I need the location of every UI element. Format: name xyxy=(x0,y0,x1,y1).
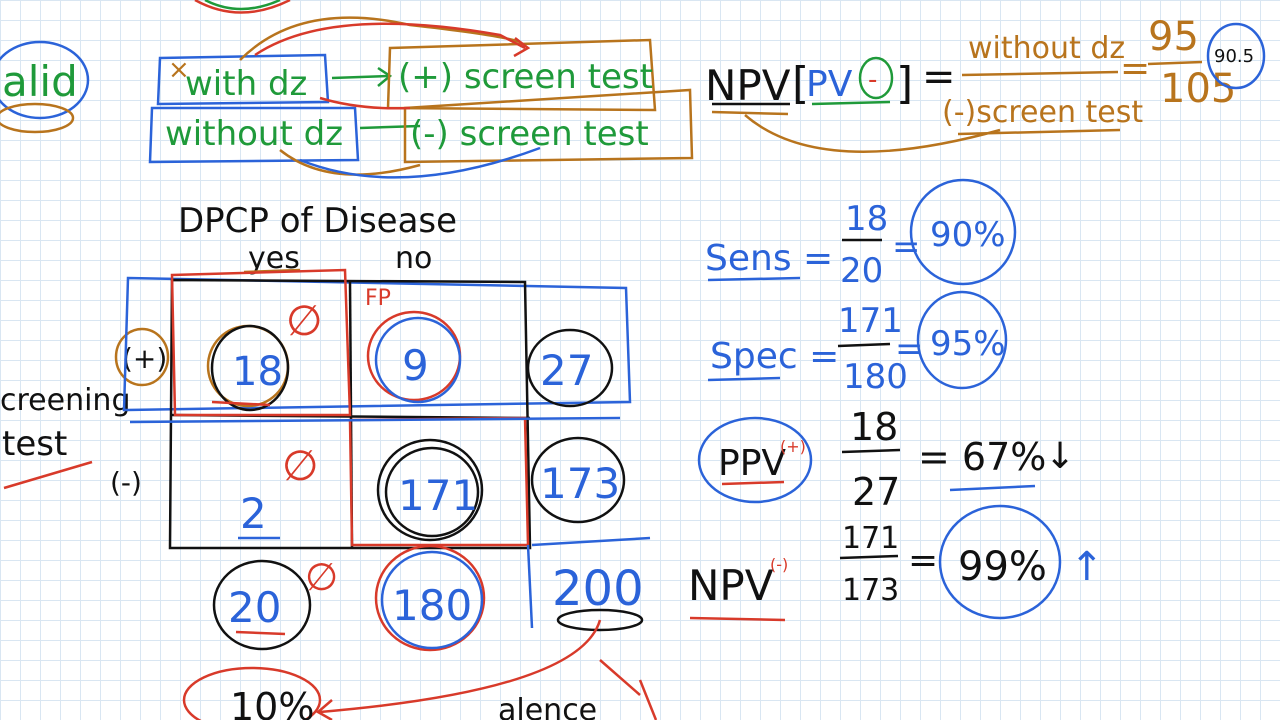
npv-top-bracket: PV xyxy=(806,64,853,105)
npv-top-label: NPV xyxy=(705,61,791,110)
table-header-title: DPCP of Disease xyxy=(178,201,457,241)
row-neg-label: (-) xyxy=(110,466,142,499)
npv-result: 99% xyxy=(958,544,1047,590)
cell-fp-value: 9 xyxy=(402,341,429,390)
row-total-neg-value: 173 xyxy=(540,459,620,508)
svg-text:[: [ xyxy=(792,58,809,109)
cell-tp: 18 ∅ xyxy=(206,296,323,412)
svg-text:×: × xyxy=(168,55,190,85)
sens-formula: Sens = 18 20 = 90% xyxy=(705,178,1017,291)
svg-text:=: = xyxy=(922,54,956,100)
ppv-num: 18 xyxy=(850,405,898,449)
npv-top-num2: 95 xyxy=(1148,14,1199,60)
row-label-line2: test xyxy=(2,424,67,464)
sens-result: 90% xyxy=(930,215,1006,255)
col-total-no: 180 xyxy=(374,544,486,652)
pos-screen-label: (+) screen test xyxy=(398,57,653,97)
npv-sup: (-) xyxy=(770,555,788,574)
bottom-word: alence xyxy=(498,693,597,720)
row-total-pos-value: 27 xyxy=(540,346,593,395)
ppv-sup: (+) xyxy=(780,437,806,456)
spec-den: 180 xyxy=(843,357,908,397)
null-mark-2: ∅ xyxy=(282,441,319,490)
npv-num: 171 xyxy=(842,521,899,556)
without-dz-label: without dz xyxy=(165,114,343,154)
ppv-arrow: ↓ xyxy=(1045,436,1075,477)
cell-tp-value: 18 xyxy=(232,349,283,395)
grand-total: 200 xyxy=(526,536,651,632)
npv-top-circled: 90.5 xyxy=(1214,46,1254,67)
table-header: DPCP of Disease yes no xyxy=(178,201,457,276)
npv-top-denominator: (-)screen test xyxy=(942,95,1143,130)
npv-formula: NPV (-) 171 173 = 99% ↑ xyxy=(688,504,1104,622)
sens-equals: = xyxy=(892,227,921,267)
spec-formula: Spec = 171 180 = 95% xyxy=(707,290,1008,397)
cell-fn-value: 2 xyxy=(240,489,267,538)
npv-top-numerator: without dz xyxy=(968,31,1125,66)
row-pos-label: (+) xyxy=(122,342,167,375)
col-total-no-value: 180 xyxy=(392,581,472,630)
svg-text:]: ] xyxy=(896,58,913,109)
sens-den: 20 xyxy=(840,251,883,291)
col-total-yes: 20 ∅ xyxy=(212,555,338,651)
cell-fn: 2 ∅ xyxy=(238,441,319,540)
row-labels: creening test (+) (-) xyxy=(0,327,170,499)
bottom-left-value: 10% xyxy=(230,685,314,720)
spec-num: 171 xyxy=(838,301,903,341)
fragment-text: alid xyxy=(2,57,78,106)
sens-label: Sens = xyxy=(705,238,833,279)
cell-tn: 171 xyxy=(376,438,484,542)
npv-equals: = xyxy=(908,540,938,581)
cell-fp: 9 FP xyxy=(365,286,462,404)
ppv-formula: PPV (+) 18 27 = 67% ↓ xyxy=(697,405,1075,514)
row-label-line1: creening xyxy=(0,383,131,418)
fp-tag: FP xyxy=(365,286,391,311)
dz-screen-diagram: × with dz without dz (+) screen test (-)… xyxy=(148,16,694,179)
null-mark-3: ∅ xyxy=(305,555,338,599)
grand-total-value: 200 xyxy=(552,561,644,617)
null-mark-1: ∅ xyxy=(286,296,323,345)
npv-top-minus: - xyxy=(868,65,877,95)
npv-top-den2: 105 xyxy=(1160,66,1236,112)
npv-arrow: ↑ xyxy=(1070,544,1104,590)
col-total-yes-value: 20 xyxy=(228,583,281,632)
bottom-area: 10% alence xyxy=(182,619,658,720)
row-total-neg: 173 xyxy=(530,436,626,524)
npv-top-formula: NPV [ PV - ] = without dz (-)screen test… xyxy=(705,14,1266,153)
spec-result: 95% xyxy=(930,324,1006,364)
npv-label: NPV xyxy=(688,561,774,610)
col-no-label: no xyxy=(395,241,432,276)
with-dz-label: with dz xyxy=(185,64,307,104)
svg-text:=: = xyxy=(1120,48,1150,89)
neg-screen-label: (-) screen test xyxy=(410,114,649,154)
contingency-grid xyxy=(122,268,632,550)
spec-label: Spec = xyxy=(710,336,839,377)
row-total-pos: 27 xyxy=(526,328,614,408)
top-left-fragment: alid xyxy=(0,40,90,134)
sens-num: 18 xyxy=(845,199,888,239)
ppv-result: = 67% xyxy=(918,435,1046,479)
ppv-den: 27 xyxy=(852,470,900,514)
ppv-label: PPV xyxy=(718,443,786,484)
npv-den: 173 xyxy=(842,573,899,608)
cell-tn-value: 171 xyxy=(398,471,478,520)
